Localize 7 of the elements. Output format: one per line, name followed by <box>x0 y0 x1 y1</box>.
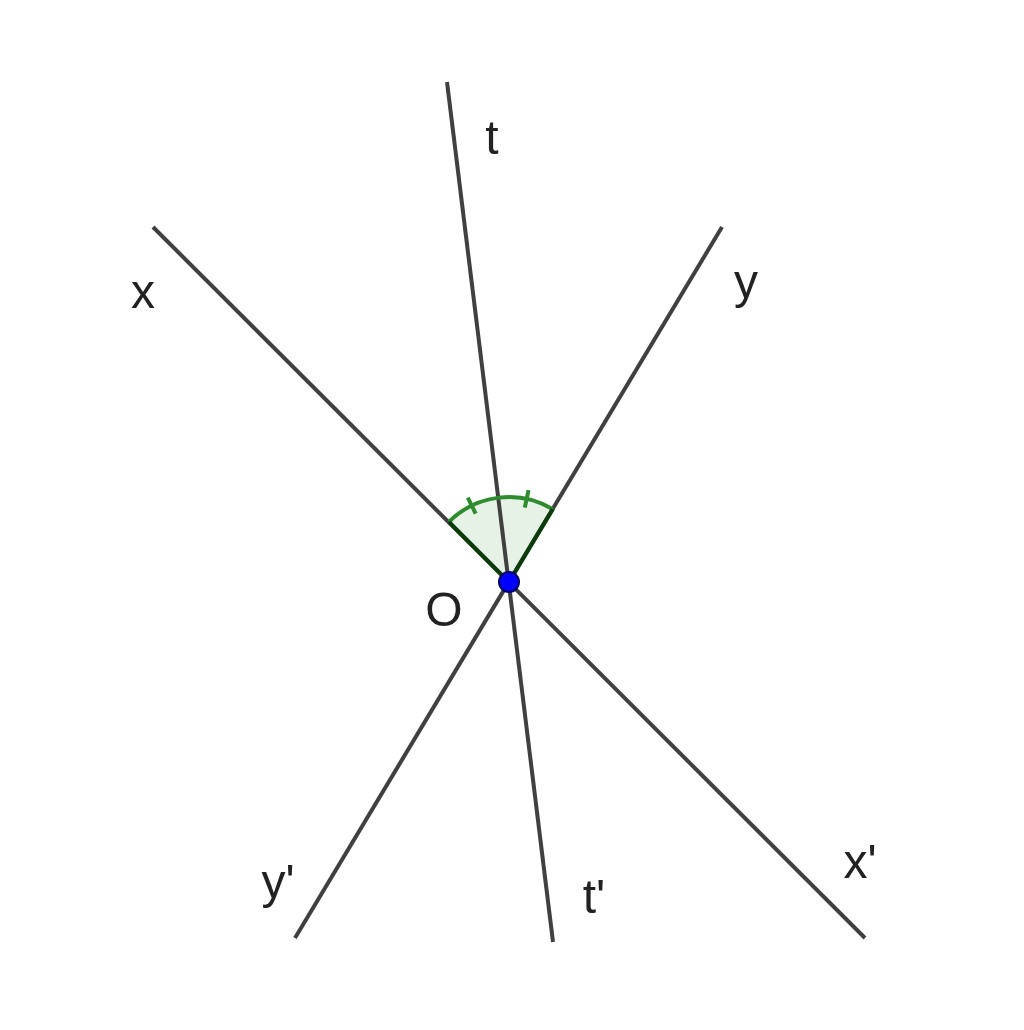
line-label: x <box>131 268 155 316</box>
line-label: x' <box>843 838 877 886</box>
line-label: y <box>734 258 758 306</box>
line-label: O <box>425 586 463 634</box>
line-label: t <box>485 114 499 162</box>
line-label: y' <box>261 858 295 906</box>
line-label: t' <box>582 873 606 921</box>
